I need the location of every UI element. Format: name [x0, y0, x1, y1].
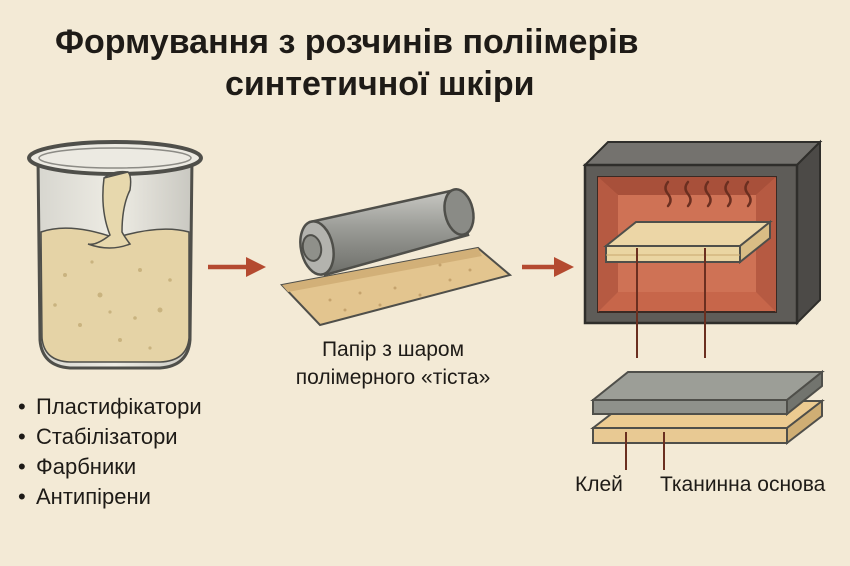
ingredients-list: Пластифікатори Стабілізатори Фарбники Ан… [18, 392, 202, 512]
roller-icon [280, 188, 513, 327]
arrow-right-icon [522, 257, 574, 277]
title-line-2: синтетичної шкіри [225, 65, 535, 103]
list-item: Фарбники [18, 452, 202, 482]
title-line-1: Формування з розчинів поліімерів [55, 23, 639, 61]
beaker-icon [27, 140, 203, 370]
fabric-base-label: Тканинна основа [660, 473, 826, 496]
roller-caption-line-1: Папір з шаром [321, 338, 465, 361]
glue-label: Клей [575, 473, 623, 496]
oven-icon [582, 139, 823, 326]
roller-caption-line-2: полімерного «тіста» [295, 366, 491, 389]
list-item: Пластифікатори [18, 392, 202, 422]
list-item: Стабілізатори [18, 422, 202, 452]
heat-wave-icon [664, 180, 752, 208]
list-item: Антипірени [18, 482, 202, 512]
layer-stack [590, 248, 825, 470]
roller-caption: Папір з шаром полімерного «тіста» [262, 336, 524, 392]
arrow-right-icon [208, 257, 266, 277]
